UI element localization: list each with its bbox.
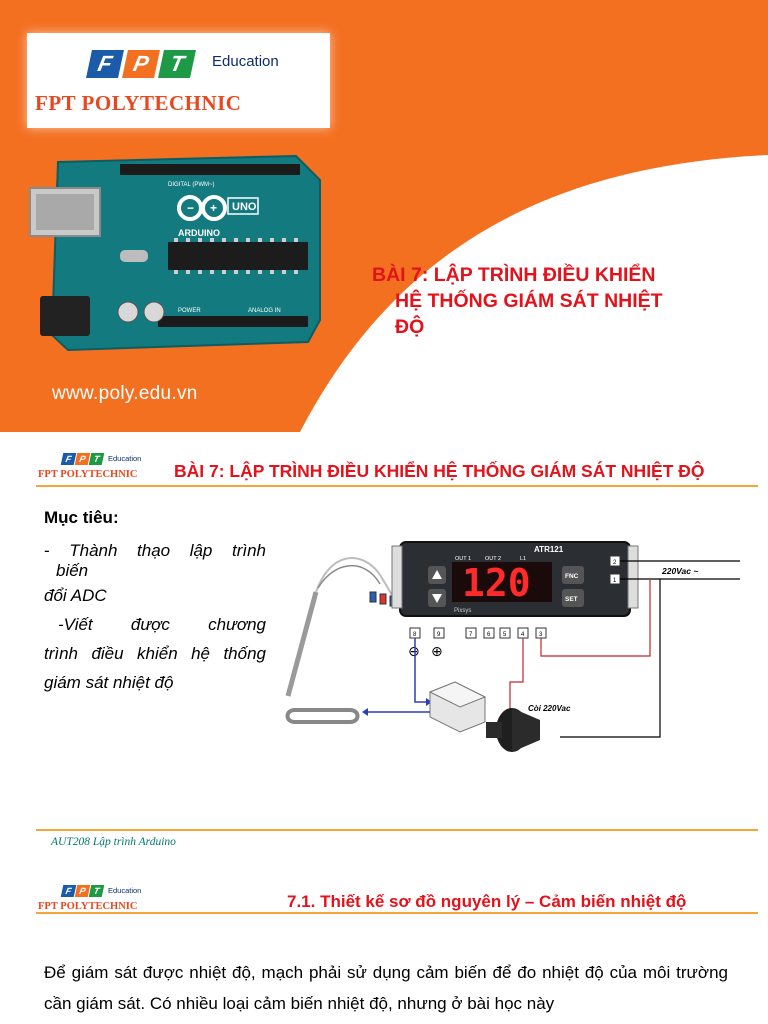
course-footer: AUT208 Lập trình Arduino <box>51 836 176 848</box>
cover-white-curve <box>300 155 768 432</box>
terminal-5: 5 <box>503 632 507 638</box>
terminal-8: 8 <box>413 632 417 638</box>
mini-logo-polytechnic: FPT POLYTECHNIC <box>38 469 138 480</box>
slide3-title-rule <box>36 912 758 914</box>
goal-list: - Thành thạo lập trình biến đổi ADC -Viế… <box>44 536 266 697</box>
svg-text:+: + <box>210 201 217 215</box>
goal-item-1-line3: đổi ADC <box>44 586 107 605</box>
cover-title: BÀI 7: LẬP TRÌNH ĐIỀU KHIỂN HỆ THỐNG GIÁ… <box>372 262 717 340</box>
terminal-3: 3 <box>539 632 543 638</box>
board-digital-label: DIGITAL (PWM~) <box>168 182 215 188</box>
controller-fnc-label: FNC <box>565 573 579 580</box>
slide2-title: BÀI 7: LẬP TRÌNH ĐIỀU KHIỂN HỆ THỐNG GIÁ… <box>174 461 705 481</box>
mini-logo-t: T <box>88 885 105 897</box>
goal-item-2-line2: trình điều khiển hệ thống <box>44 644 266 663</box>
cover-title-line1: BÀI 7: LẬP TRÌNH ĐIỀU KHIỂN <box>372 264 656 286</box>
slide3-body-text: Để giám sát được nhiệt độ, mạch phải sử … <box>44 963 728 1013</box>
plus-symbol-icon: ⊕ <box>431 644 443 660</box>
mini-logo-t: T <box>88 453 105 465</box>
logo-letter-p: P <box>122 50 160 78</box>
cover-website-url[interactable]: www.poly.edu.vn <box>52 383 198 404</box>
controller-brand: Pixsys <box>454 608 471 614</box>
objectives-slide: F P T Education FPT POLYTECHNIC BÀI 7: L… <box>0 432 768 864</box>
goal-item-2-line3: giám sát nhiệt độ <box>44 673 174 692</box>
terminal-7: 7 <box>469 632 473 638</box>
controller-set-button[interactable] <box>562 589 584 607</box>
logo-letter-t: T <box>158 50 196 78</box>
cover-title-line3: ĐỘ <box>395 316 425 338</box>
board-uno-label: UNO <box>232 201 257 213</box>
terminal-1: 1 <box>613 578 617 584</box>
logo-polytechnic-text: FPT POLYTECHNIC <box>35 91 242 115</box>
cover-slide: F P T Education FPT POLYTECHNIC <box>0 0 768 432</box>
goal-item-1-line1: - Thành thạo lập trình <box>44 541 266 560</box>
terminal-9: 9 <box>437 632 441 638</box>
controller-set-label: SET <box>565 596 578 603</box>
schematic-slide: F P T Education FPT POLYTECHNIC 7.1. Thi… <box>0 864 768 1024</box>
heater-element-image <box>285 708 360 724</box>
controller-display-value: 120 <box>462 561 531 605</box>
slide3-title: 7.1. Thiết kế sơ đồ nguyên lý – Cảm biến… <box>287 892 687 911</box>
logo-education-text: Education <box>212 53 279 70</box>
controller-model: ATR121 <box>534 545 564 554</box>
svg-text:−: − <box>187 201 194 215</box>
siren-image <box>486 708 540 752</box>
controller-l1-label: L1 <box>520 556 526 562</box>
up-arrow-icon <box>432 570 442 579</box>
mini-logo-polytechnic: FPT POLYTECHNIC <box>38 901 138 912</box>
mini-logo-education: Education <box>108 886 142 895</box>
minus-symbol-icon: ⊖ <box>408 644 420 660</box>
board-power-label: POWER <box>178 308 201 314</box>
board-analog-label: ANALOG IN <box>248 308 281 314</box>
controller-fnc-button[interactable] <box>562 566 584 584</box>
siren-label: Còi 220Vac <box>528 704 571 713</box>
goal-item-2-line1: -Viết được chương <box>58 615 266 634</box>
slide2-title-rule <box>36 485 758 487</box>
goal-item-1-line2: biến <box>56 561 89 580</box>
supply-label: 220Vac ~ <box>661 566 698 576</box>
controller-out1-label: OUT 1 <box>455 556 471 562</box>
bottom-terminals: 8 9 7 6 5 4 3 <box>409 627 547 639</box>
board-arduino-label: ARDUINO <box>178 228 220 238</box>
ssr-relay-image <box>428 681 487 733</box>
terminal-6: 6 <box>487 632 491 638</box>
fpt-logo: F P T Education FPT POLYTECHNIC <box>27 33 330 128</box>
terminal-4: 4 <box>521 632 525 638</box>
slide2-footer-rule <box>36 829 758 831</box>
down-arrow-icon <box>432 594 442 603</box>
temperature-controller-diagram: ATR121 OUT 1 OUT 2 L1 120 Pixsys FNC SET… <box>285 541 740 752</box>
fpt-mini-logo-slide3: F P T Education FPT POLYTECHNIC <box>38 885 168 925</box>
fpt-mini-logo: F P T Education FPT POLYTECHNIC <box>38 453 168 493</box>
goal-heading: Mục tiêu: <box>44 508 119 527</box>
terminal-2: 2 <box>613 560 617 566</box>
arduino-board-image: − + UNO ARDUINO DIGITAL (PWM~) POWER ANA… <box>29 154 321 352</box>
mini-logo-education: Education <box>108 454 142 463</box>
controller-out2-label: OUT 2 <box>485 556 501 562</box>
cover-title-line2: HỆ THỐNG GIÁM SÁT NHIỆT <box>395 290 663 312</box>
logo-letter-f: F <box>86 50 124 78</box>
